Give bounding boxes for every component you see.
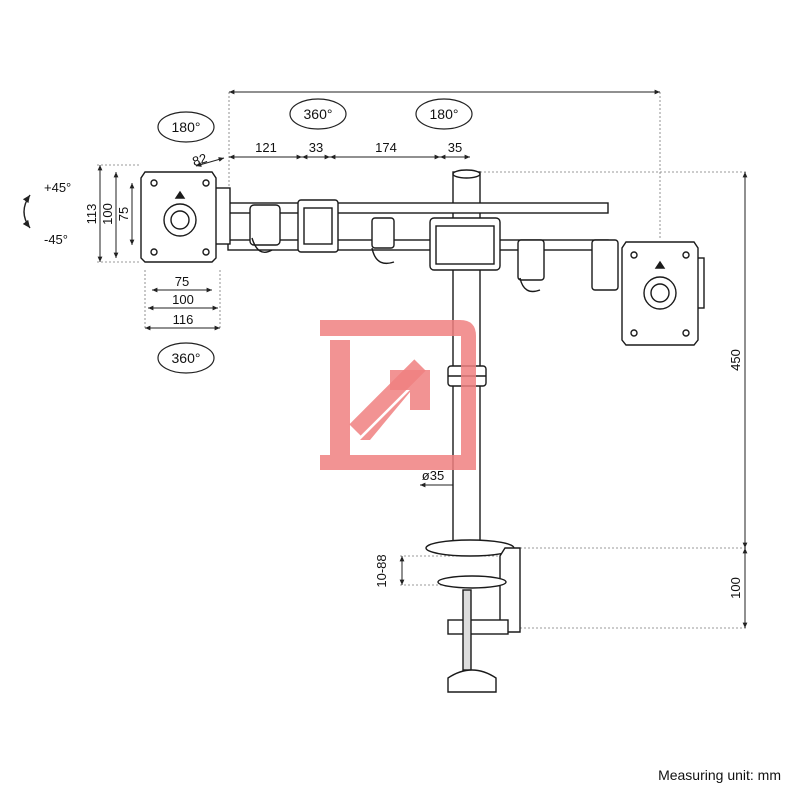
desk-clamp: [425, 539, 521, 693]
dim-arm-121: 121: [255, 140, 277, 155]
dim-plate-75: 75: [116, 207, 131, 221]
dim-angle-82: 82: [190, 150, 208, 169]
rotation-ellipses: [22, 98, 473, 374]
dim-plate-width-116: 116: [173, 312, 194, 327]
dim-plate-100: 100: [100, 203, 115, 225]
rotation-label-top-center: 360°: [304, 106, 333, 122]
unit-note: Measuring unit: mm: [658, 767, 781, 783]
rotation-label-bottom-left: 360°: [172, 350, 201, 366]
logo-watermark: [320, 320, 476, 470]
dim-arm-33: 33: [309, 140, 323, 155]
vesa-plate-right: [621, 241, 699, 346]
dim-clamp-range: 10-88: [374, 554, 389, 587]
dim-arm-174: 174: [375, 140, 397, 155]
tilt-up-label: +45°: [44, 180, 71, 195]
rotation-label-top-right: 180°: [430, 106, 459, 122]
cross-arm: [213, 187, 705, 309]
vesa-plate-left: [140, 171, 217, 263]
dim-plate-width-100: 100: [172, 292, 194, 307]
dim-clamp-height: 100: [728, 577, 743, 599]
dim-pole-height: 450: [728, 349, 743, 371]
dim-plate-113: 113: [84, 204, 99, 225]
rotation-label-top-left: 180°: [172, 119, 201, 135]
dim-pole-diameter: ø35: [422, 468, 444, 483]
tilt-down-label: -45°: [44, 232, 68, 247]
dimension-lines: [97, 89, 748, 628]
dim-arm-35: 35: [448, 140, 462, 155]
dim-plate-width-75: 75: [175, 274, 189, 289]
labels: 180° 360° 180° 360° +45° -45° 121 33 174…: [44, 106, 743, 599]
